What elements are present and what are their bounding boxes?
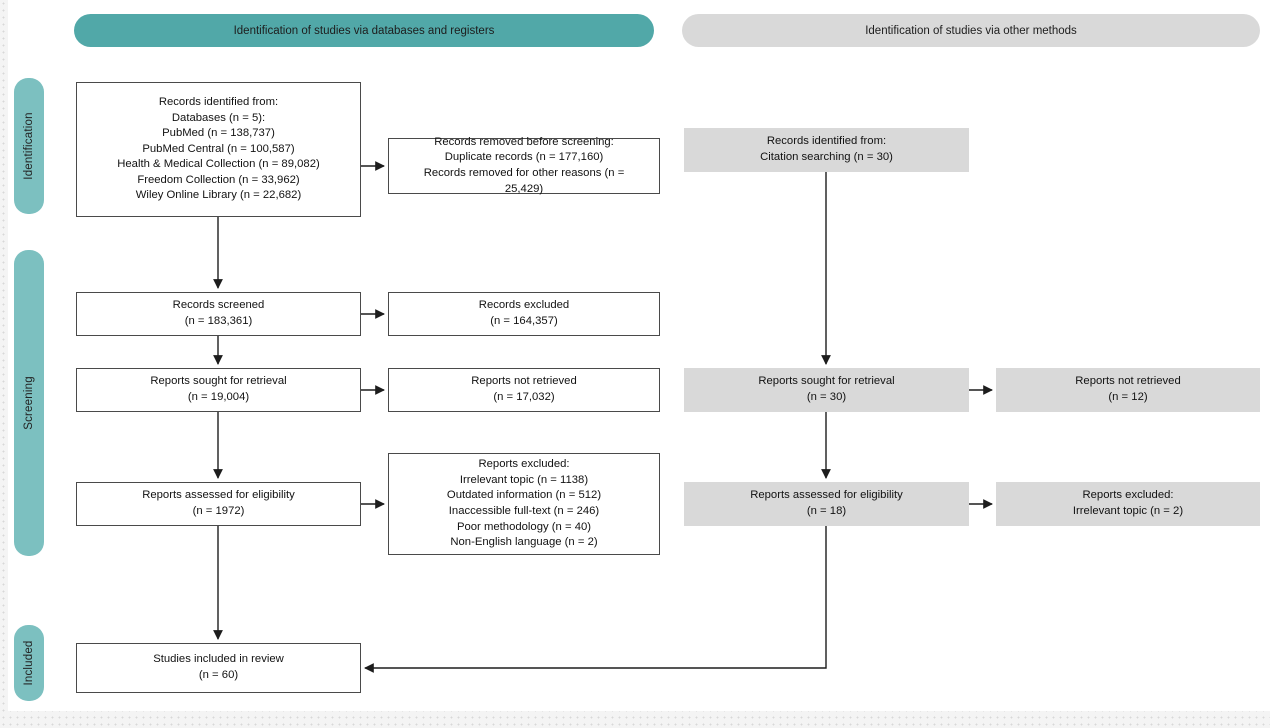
text-line: Irrelevant topic (n = 1138) [459, 473, 589, 486]
box-reports-not-retrieved: Reports not retrieved (n = 17,032) [388, 368, 660, 412]
text-line: Irrelevant topic (n = 2) [1072, 505, 1184, 517]
box-reports-excluded-reasons: Reports excluded: Irrelevant topic (n = … [388, 453, 660, 555]
text-line: Health & Medical Collection (n = 89,082) [117, 158, 320, 171]
box-reports-assessed-for-eligibility-other: Reports assessed for eligibility (n = 18… [684, 482, 969, 526]
text-line: (n = 30) [806, 391, 847, 403]
text-line: Reports excluded: [1082, 489, 1174, 502]
text-line: Reports not retrieved [471, 375, 577, 388]
text-line: Records identified from: [766, 135, 887, 148]
box-records-excluded: Records excluded (n = 164,357) [388, 292, 660, 336]
text-line: (n = 19,004) [187, 391, 250, 403]
text-line: (n = 1972) [192, 505, 245, 517]
stage-label-included: Included [23, 640, 35, 686]
text-line: PubMed (n = 138,737) [162, 127, 275, 140]
text-line: (n = 18) [806, 505, 847, 517]
text-line: (n = 12) [1108, 391, 1148, 403]
column-header-databases: Identification of studies via databases … [74, 14, 654, 47]
text-line: Reports sought for retrieval [150, 375, 287, 388]
text-line: (n = 17,032) [493, 391, 555, 403]
stage-label-identification: Identification [23, 112, 35, 180]
text-line: Outdated information (n = 512) [446, 489, 602, 502]
text-line: (n = 60) [198, 669, 239, 681]
box-reports-sought-for-retrieval-other: Reports sought for retrieval (n = 30) [684, 368, 969, 412]
diagram-canvas: Identification Screening Included Identi… [8, 0, 1270, 711]
text-line: (n = 164,357) [490, 315, 558, 327]
text-line: Records removed for other reasons (n = [423, 167, 625, 179]
text-line: Wiley Online Library (n = 22,682) [135, 189, 302, 202]
stage-band-identification: Identification [14, 78, 44, 214]
text-line: Records screened [172, 299, 265, 312]
box-records-screened: Records screened (n = 183,361) [76, 292, 361, 336]
text-line: Duplicate records (n = 177,160) [444, 151, 604, 164]
box-reports-assessed-for-eligibility: Reports assessed for eligibility (n = 19… [76, 482, 361, 526]
text-line: PubMed Central (n = 100,587) [142, 142, 295, 155]
text-line: Studies included in review [153, 653, 284, 666]
text-line: Records identified from: [158, 95, 279, 108]
stage-band-included: Included [14, 625, 44, 701]
text-line: Reports not retrieved [1075, 375, 1181, 388]
text-line: Citation searching (n = 30) [760, 151, 893, 163]
box-studies-included-in-review: Studies included in review (n = 60) [76, 643, 361, 693]
box-records-removed-before-screening: Records removed before screening: Duplic… [388, 135, 660, 195]
text-line: Records excluded [478, 299, 570, 312]
prisma-flow-diagram: Identification Screening Included Identi… [8, 0, 1270, 711]
text-line: Reports assessed for eligibility [142, 489, 295, 502]
text-line: 25,429) [504, 182, 544, 195]
column-header-other-methods: Identification of studies via other meth… [682, 14, 1260, 47]
text-line: Reports excluded: [478, 458, 570, 471]
text-line: Freedom Collection (n = 33,962) [137, 173, 300, 186]
box-records-identified-citation-searching: Records identified from: Citation search… [684, 128, 969, 172]
box-records-identified-databases: Records identified from: Databases (n = … [76, 82, 361, 217]
text-line: Poor methodology (n = 40) [456, 520, 592, 533]
stage-band-screening: Screening [14, 250, 44, 556]
text-line: Records removed before screening: [434, 135, 614, 148]
text-line: Databases (n = 5): [171, 111, 266, 124]
text-line: Non-English language (n = 2) [450, 536, 598, 549]
box-reports-excluded-other: Reports excluded: Irrelevant topic (n = … [996, 482, 1260, 526]
box-reports-not-retrieved-other: Reports not retrieved (n = 12) [996, 368, 1260, 412]
stage-label-screening: Screening [23, 376, 35, 430]
box-reports-sought-for-retrieval: Reports sought for retrieval (n = 19,004… [76, 368, 361, 412]
text-line: (n = 183,361) [184, 315, 253, 327]
text-line: Inaccessible full-text (n = 246) [448, 505, 600, 517]
text-line: Reports assessed for eligibility [750, 489, 903, 502]
text-line: Reports sought for retrieval [758, 375, 895, 388]
